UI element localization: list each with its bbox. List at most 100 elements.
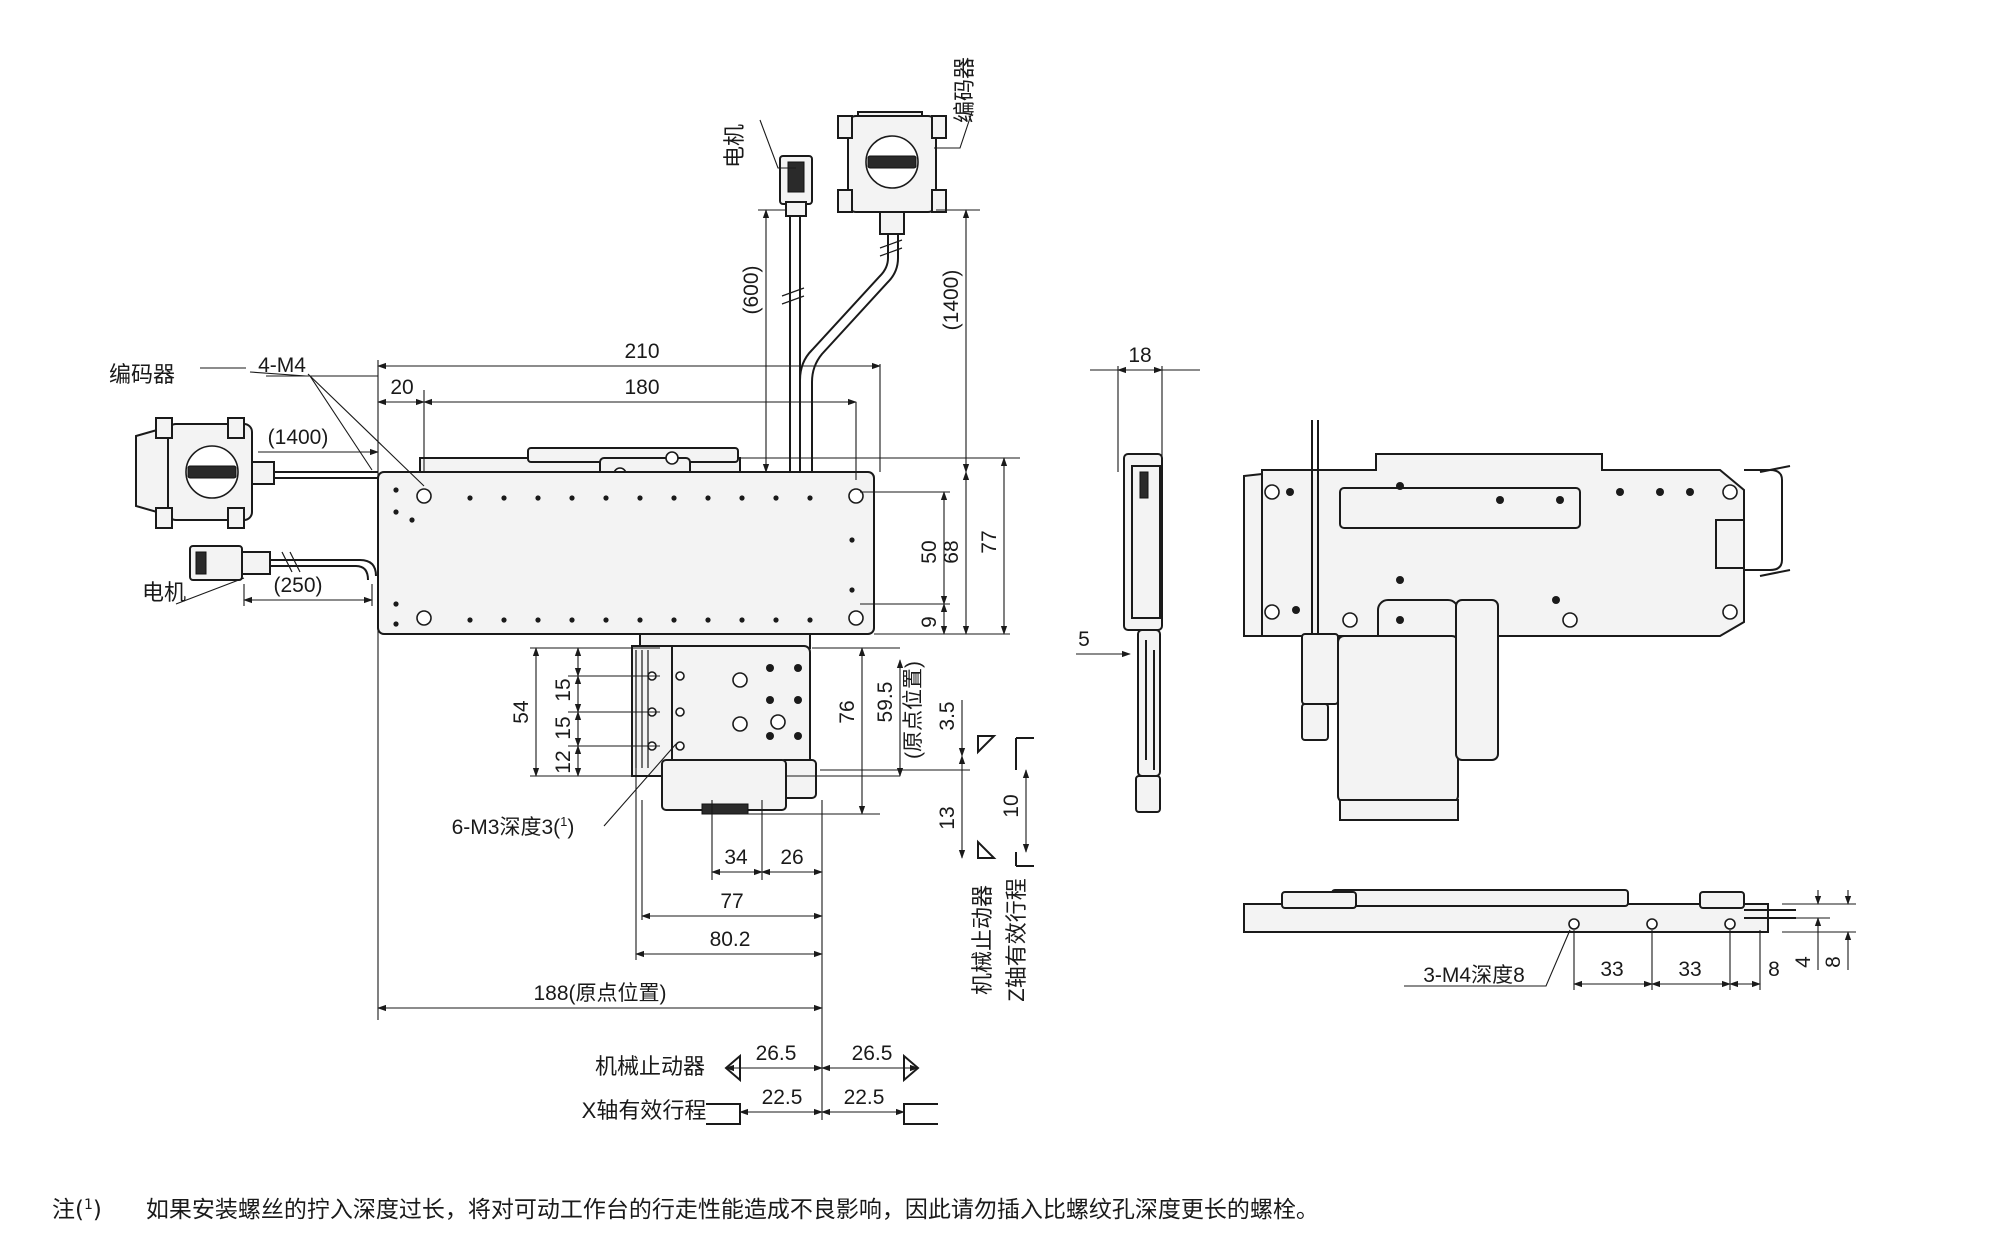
dim-1400-left: (1400): [268, 426, 329, 449]
top-dot: [1616, 488, 1624, 496]
dim-4-vertical: 4: [1792, 956, 1815, 968]
table-hole: [732, 672, 748, 688]
top-dot: [1396, 616, 1404, 624]
plate-dot: [535, 495, 541, 501]
dim-34: 34: [724, 846, 748, 869]
dim-10: 10: [1000, 794, 1023, 817]
top-dot: [1396, 576, 1404, 584]
dim-12: 12: [552, 750, 575, 773]
plate-dot: [637, 617, 643, 623]
mounting-hole: [416, 488, 432, 504]
top-view-holes: [1264, 482, 1738, 628]
dim-77-vertical: 77: [978, 530, 1001, 553]
plate-dot: [409, 517, 415, 523]
table-dot: [794, 664, 802, 672]
top-dot: [1292, 606, 1300, 614]
table-dot: [794, 732, 802, 740]
top-motor-connector: [779, 155, 813, 217]
bottom-view: [1243, 889, 1856, 990]
top-dot: [1656, 488, 1664, 496]
m3-hole: [675, 707, 685, 717]
dim-22-5-right: 22.5: [844, 1086, 885, 1109]
top-mounting-hole: [1562, 612, 1578, 628]
top-dot: [1496, 496, 1504, 504]
left-encoder-connector: [135, 417, 275, 529]
top-mounting-hole: [1342, 612, 1358, 628]
left-motor-connector: [189, 545, 271, 581]
plate-dot: [535, 617, 541, 623]
label-stopper-x: 机械止动器: [595, 1054, 705, 1079]
dim-210: 210: [624, 340, 659, 363]
dim-76: 76: [836, 700, 859, 723]
plate-dot: [671, 617, 677, 623]
plate-dot: [393, 487, 399, 493]
dim-33-right: 33: [1678, 958, 1701, 981]
dim-188: 188(原点位置): [533, 982, 666, 1005]
top-dot: [1556, 496, 1564, 504]
dim-77-horizontal: 77: [720, 890, 743, 913]
plate-dot: [603, 617, 609, 623]
dim-250: (250): [273, 574, 322, 597]
table-hole: [732, 716, 748, 732]
plate-dot: [393, 621, 399, 627]
top-mounting-hole: [1722, 604, 1738, 620]
dim-3-5: 3.5: [936, 701, 959, 730]
plate-dot: [501, 617, 507, 623]
plate-dot: [393, 509, 399, 515]
top-mounting-hole: [1264, 604, 1280, 620]
label-stroke-z: Z轴有效行程: [1004, 878, 1029, 1001]
label-stroke-x: X轴有效行程: [582, 1098, 707, 1123]
footnote-prefix: 注(: [52, 1197, 84, 1223]
dim-13: 13: [936, 806, 959, 829]
dim-1400-top: (1400): [940, 270, 963, 331]
dim-origin-note: (原点位置): [902, 661, 925, 759]
table-hole: [770, 714, 786, 730]
plate-dot: [569, 617, 575, 623]
base-plate-holes: [393, 487, 864, 627]
top-dot: [1552, 596, 1560, 604]
plate-dot: [773, 617, 779, 623]
plate-dot: [849, 537, 855, 543]
dim-20: 20: [390, 376, 413, 399]
top-encoder-connector: [837, 111, 947, 235]
footnote: 注(1)如果安装螺丝的拧入深度过长，将对可动工作台的行走性能造成不良影响，因此请…: [52, 1190, 1319, 1224]
label-encoder-left: 编码器: [109, 362, 175, 387]
plate-dot: [807, 495, 813, 501]
mounting-hole: [416, 610, 432, 626]
front-dimensions: [175, 111, 1034, 1125]
drawing-labels: 电机 编码器 编码器 电机 4-M4 6-M3深度3(1) 3-M4深度8 机械…: [109, 57, 1845, 1123]
label-stopper-z: 机械止动器: [970, 885, 995, 995]
plate-dot: [739, 617, 745, 623]
table-dot: [766, 664, 774, 672]
top-mounting-hole: [1722, 484, 1738, 500]
z-axis-bottom-block: [661, 759, 787, 811]
top-dot: [1286, 488, 1294, 496]
plate-dot: [603, 495, 609, 501]
plate-dot: [501, 495, 507, 501]
top-view: [1243, 420, 1791, 821]
dim-80-2: 80.2: [710, 928, 751, 951]
label-4-m4: 4-M4: [258, 354, 306, 377]
plate-dot: [637, 495, 643, 501]
dim-15-top: 15: [552, 678, 575, 701]
dim-54: 54: [510, 700, 533, 724]
plate-dot: [705, 495, 711, 501]
m3-hole: [675, 671, 685, 681]
dim-26: 26: [780, 846, 803, 869]
label-motor-left: 电机: [142, 580, 186, 605]
front-view: [135, 111, 947, 815]
plate-dot: [467, 617, 473, 623]
table-dot: [766, 732, 774, 740]
label-6-m3: 6-M3深度3(1): [452, 814, 575, 839]
label-encoder-top: 编码器: [952, 57, 977, 123]
dim-26-5-right: 26.5: [852, 1042, 893, 1065]
footnote-sup: 1: [83, 1197, 93, 1213]
m3-hole: [675, 741, 685, 751]
side-view: [1076, 366, 1200, 813]
plate-dot: [393, 601, 399, 607]
dim-59-5: 59.5: [874, 682, 897, 723]
top-dot: [1396, 482, 1404, 490]
dim-26-5-left: 26.5: [756, 1042, 797, 1065]
plate-dot: [773, 495, 779, 501]
